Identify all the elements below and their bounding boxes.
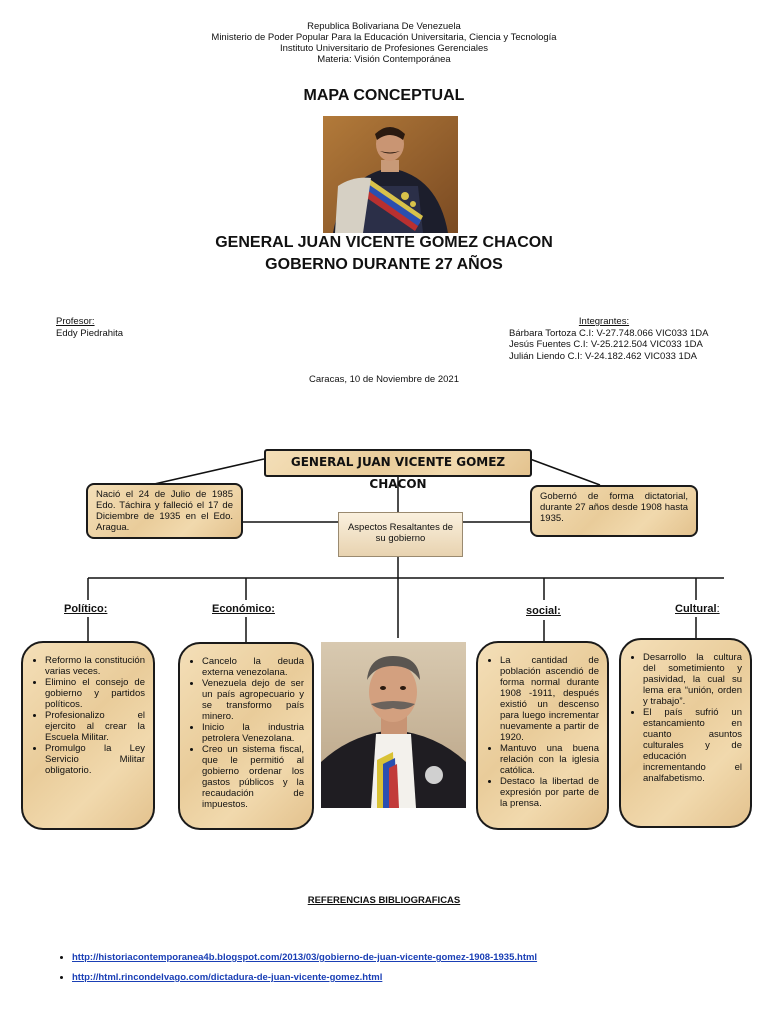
list-item: Mantuvo una buena relación con la iglesi…: [500, 743, 599, 776]
list-item: Elimino el consejo de gobierno y partido…: [45, 677, 145, 710]
profesor-block: Profesor: Eddy Piedrahita: [56, 316, 123, 339]
category-cultural: Cultural:: [675, 603, 720, 615]
header-line: Instituto Universitario de Profesiones G…: [279, 43, 489, 54]
portrait-center: [321, 642, 466, 808]
category-social: social:: [526, 605, 561, 617]
integrantes-label: Integrantes:: [578, 316, 630, 327]
politico-box: Reformo la constitución varias veces. El…: [21, 641, 155, 830]
header-line: Ministerio de Poder Popular Para la Educ…: [211, 32, 557, 43]
institution-header: Republica Bolivariana De Venezuela Minis…: [0, 21, 768, 65]
category-economico: Económico:: [212, 603, 275, 615]
government-duration-box: Gobernó de forma dictatorial, durante 27…: [530, 485, 698, 537]
subject-title-line-1: GENERAL JUAN VICENTE GOMEZ CHACON: [215, 234, 553, 251]
list-item: Venezuela dejo de ser un país agropecuar…: [202, 678, 304, 722]
profesor-label: Profesor:: [56, 316, 95, 327]
aspects-node: Aspectos Resaltantes de su gobierno: [338, 512, 463, 557]
references-list: http://historiacontemporanea4b.blogspot.…: [56, 952, 537, 992]
list-item: La cantidad de población ascendió de for…: [500, 655, 599, 743]
reference-item: http://historiacontemporanea4b.blogspot.…: [72, 952, 537, 964]
list-item: El país sufrió un estancamiento en cuant…: [643, 707, 742, 784]
reference-link[interactable]: http://html.rincondelvago.com/dictadura-…: [72, 972, 383, 983]
category-politico: Político:: [64, 603, 108, 615]
map-main-node: GENERAL JUAN VICENTE GOMEZ CHACON: [264, 449, 532, 491]
list-item: Promulgo la Ley Servicio Militar obligat…: [45, 743, 145, 776]
reference-link[interactable]: http://historiacontemporanea4b.blogspot.…: [72, 952, 538, 963]
references-title: REFERENCIAS BIBLIOGRAFICAS: [307, 895, 461, 906]
place-date: Caracas, 10 de Noviembre de 2021: [309, 374, 459, 385]
category-cultural-label: Cultural: [675, 603, 717, 615]
integrante-item: Julián Liendo C.I: V-24.182.462 VIC033 1…: [509, 350, 698, 362]
category-cultural-colon: :: [716, 603, 720, 615]
profesor-name: Eddy Piedrahita: [56, 327, 124, 339]
social-box: La cantidad de población ascendió de for…: [476, 641, 609, 830]
cultural-box: Desarrollo la cultura del sometimiento y…: [619, 638, 752, 828]
list-item: Reformo la constitución varias veces.: [45, 655, 145, 677]
subject-title: GENERAL JUAN VICENTE GOMEZ CHACON GOBERN…: [0, 232, 768, 276]
birth-info-box: Nació el 24 de Julio de 1985 Edo. Táchir…: [86, 483, 243, 539]
portrait-top: [323, 116, 458, 233]
reference-item: http://html.rincondelvago.com/dictadura-…: [72, 972, 537, 984]
list-item: Destaco la libertad de expresión por par…: [500, 776, 599, 809]
integrantes-block: Integrantes: Bárbara Tortoza C.I: V-27.7…: [509, 316, 739, 362]
header-line: Republica Bolivariana De Venezuela: [307, 21, 461, 32]
list-item: Cancelo la deuda externa venezolana.: [202, 656, 304, 678]
list-item: Inicio la industria petrolera Venezolana…: [202, 722, 304, 744]
subject-title-line-2: GOBERNO DURANTE 27 AÑOS: [265, 256, 503, 273]
header-line: Materia: Visión Contemporánea: [317, 54, 451, 65]
list-item: Creo un sistema fiscal, que le permitió …: [202, 744, 304, 810]
list-item: Desarrollo la cultura del sometimiento y…: [643, 652, 742, 707]
integrante-item: Bárbara Tortoza C.I: V-27.748.066 VIC033…: [509, 327, 709, 339]
list-item: Profesionalizo el ejercito al crear la E…: [45, 710, 145, 743]
economico-box: Cancelo la deuda externa venezolana. Ven…: [178, 642, 314, 830]
doc-title: MAPA CONCEPTUAL: [303, 87, 465, 104]
integrante-item: Jesús Fuentes C.I: V-25.212.504 VIC033 1…: [509, 339, 703, 350]
